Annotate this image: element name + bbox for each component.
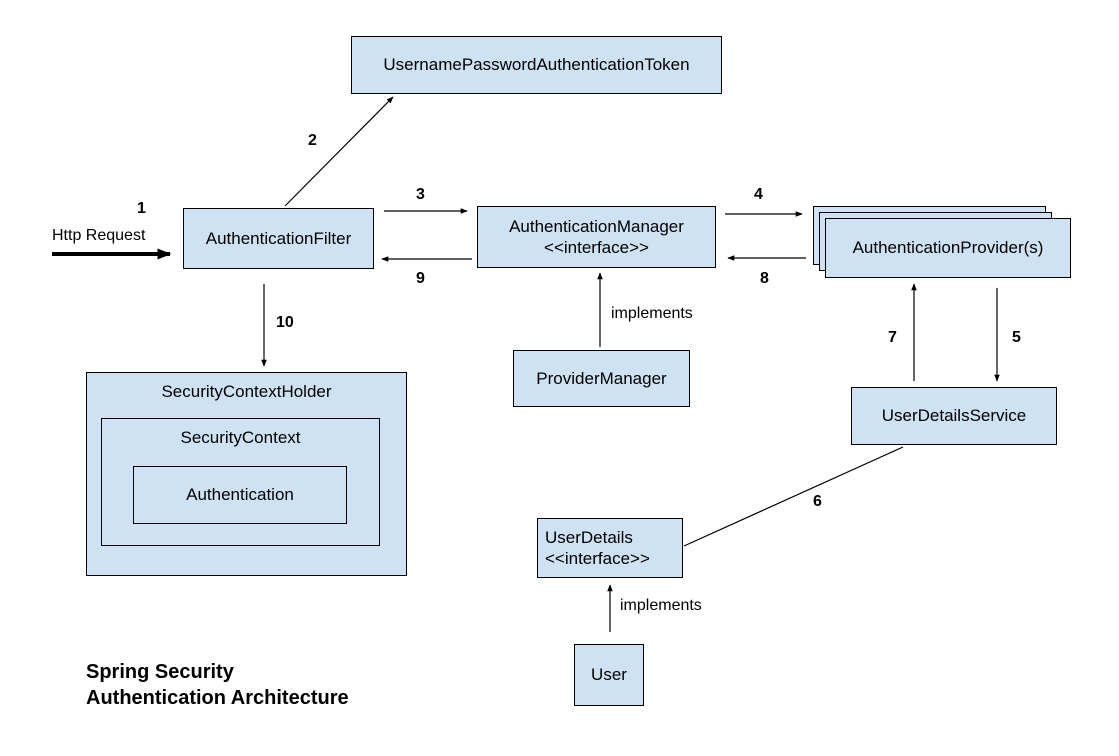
authentication-manager-stereotype: <<interface>> <box>544 238 649 257</box>
authentication-provider-label: AuthenticationProvider(s) <box>852 238 1044 258</box>
authentication-box: Authentication <box>133 466 347 524</box>
step-5-label: 5 <box>1012 329 1021 346</box>
step-4-label: 4 <box>754 186 763 203</box>
user-details-service-box: UserDetailsService <box>851 387 1057 445</box>
step-3-label: 3 <box>416 186 425 203</box>
authentication-manager-box: AuthenticationManager <<interface>> <box>477 206 716 268</box>
step-9-label: 9 <box>416 270 425 287</box>
user-details-label: UserDetails <box>545 527 633 547</box>
authentication-provider-box: AuthenticationProvider(s) <box>825 218 1071 278</box>
provider-manager-label: ProviderManager <box>536 368 667 388</box>
implements-manager-label: implements <box>611 305 693 322</box>
edge-6-line <box>683 446 904 547</box>
authentication-filter-box: AuthenticationFilter <box>183 208 374 269</box>
authentication-filter-label: AuthenticationFilter <box>205 228 352 248</box>
implements-user-label: implements <box>620 597 702 614</box>
step-6-label: 6 <box>813 493 822 510</box>
authentication-label: Authentication <box>186 485 294 505</box>
user-details-service-label: UserDetailsService <box>881 406 1027 426</box>
diagram-title: Spring Security Authentication Architect… <box>86 660 349 711</box>
edge-2-arrow <box>284 96 394 207</box>
user-details-box: UserDetails <<interface>> <box>537 518 683 578</box>
user-details-stereotype: <<interface>> <box>545 549 650 568</box>
step-7-label: 7 <box>888 329 897 346</box>
step-8-label: 8 <box>760 270 769 287</box>
step-10-label: 10 <box>276 314 294 331</box>
step-2-label: 2 <box>308 132 317 149</box>
security-context-label: SecurityContext <box>180 428 301 447</box>
diagram-title-line2: Authentication Architecture <box>86 686 349 709</box>
step-1-label: 1 <box>137 200 146 217</box>
authentication-manager-label: AuthenticationManager <box>509 216 684 236</box>
diagram-title-line1: Spring Security <box>86 661 234 683</box>
http-request-label: Http Request <box>52 227 146 244</box>
user-box: User <box>574 644 644 706</box>
user-label: User <box>591 665 627 685</box>
token-label: UsernamePasswordAuthenticationToken <box>383 55 690 75</box>
provider-manager-box: ProviderManager <box>513 350 690 407</box>
token-box: UsernamePasswordAuthenticationToken <box>351 36 722 94</box>
security-context-holder-label: SecurityContextHolder <box>161 382 332 401</box>
